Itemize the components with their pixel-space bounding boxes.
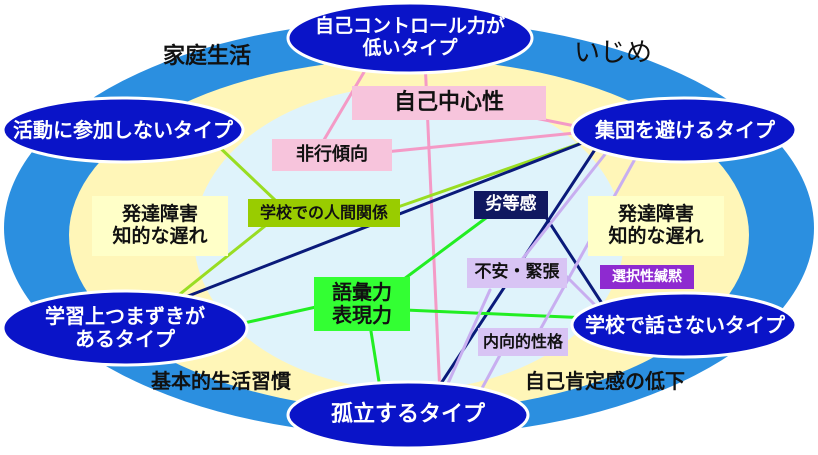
box-introversion: 内向的性格	[482, 331, 563, 351]
box-anxiety-bg	[467, 258, 567, 288]
node-self-control-shape	[286, 1, 534, 75]
node-isolated-shape	[286, 380, 530, 450]
box-selective-mutism-bg	[600, 265, 694, 289]
node-no-participation: 活動に参加しないタイプ	[13, 117, 233, 142]
node-self-control: 自己コントロール力が 低いタイプ	[314, 15, 505, 59]
box-anxiety: 不安・緊張	[474, 262, 560, 283]
box-self-centered: 自己中心性	[393, 90, 504, 116]
label-family-life: 家庭生活	[162, 44, 251, 70]
factor-boxes	[92, 86, 724, 356]
box-school-relations-bg	[248, 199, 400, 227]
box-dev-disorder-left: 発達障害 知的な遅れ	[112, 203, 208, 247]
box-dev-left-bg	[92, 196, 228, 256]
box-vocabulary-bg	[314, 277, 410, 331]
box-delinquency-bg	[272, 139, 392, 171]
line-introversion-isolated	[478, 353, 502, 394]
line-avoid-anxiety	[518, 146, 612, 264]
box-school-relations: 学校での人間関係	[259, 202, 388, 222]
label-low-self-esteem: 自己肯定感の低下	[525, 368, 685, 393]
node-learning-stumble-shape	[1, 289, 249, 367]
box-dev-disorder-right: 発達障害 知的な遅れ	[608, 203, 704, 247]
label-bullying: いじめ	[573, 38, 652, 69]
box-inferiority-bg	[474, 191, 548, 219]
line-anxiety-isolated	[443, 288, 492, 392]
line-vocab-inferiority	[398, 213, 492, 284]
type-nodes	[1, 1, 798, 450]
line-vocab-notalk	[403, 308, 592, 320]
line-self-control-delinquency	[316, 60, 372, 152]
line-delinquency-avoid	[383, 130, 587, 154]
node-learning-stumble: 学習上つまずきが あるタイプ	[45, 304, 205, 351]
node-avoid-group: 集団を避けるタイプ	[595, 117, 775, 142]
node-no-talk-school: 学校で話さないタイプ	[585, 312, 785, 337]
node-avoid-group-shape	[570, 96, 798, 164]
label-basic-habits: 基本的生活習慣	[151, 368, 291, 393]
box-vocabulary: 語彙力 表現力	[332, 280, 392, 327]
box-introversion-bg	[478, 328, 568, 356]
node-no-talk-school-shape	[570, 291, 798, 359]
node-isolated: 孤立するタイプ	[330, 402, 485, 428]
box-dev-right-bg	[588, 196, 724, 256]
line-noparticipation-school	[213, 141, 277, 202]
node-no-participation-shape	[1, 96, 245, 164]
box-self-centered-bg	[352, 86, 546, 120]
box-inferiority: 劣等感	[485, 194, 537, 215]
box-selective-mutism: 選択性緘黙	[612, 268, 682, 285]
box-delinquency: 非行傾向	[296, 143, 368, 165]
line-vocab-learning	[233, 303, 327, 327]
line-vocab-isolated	[368, 323, 382, 390]
